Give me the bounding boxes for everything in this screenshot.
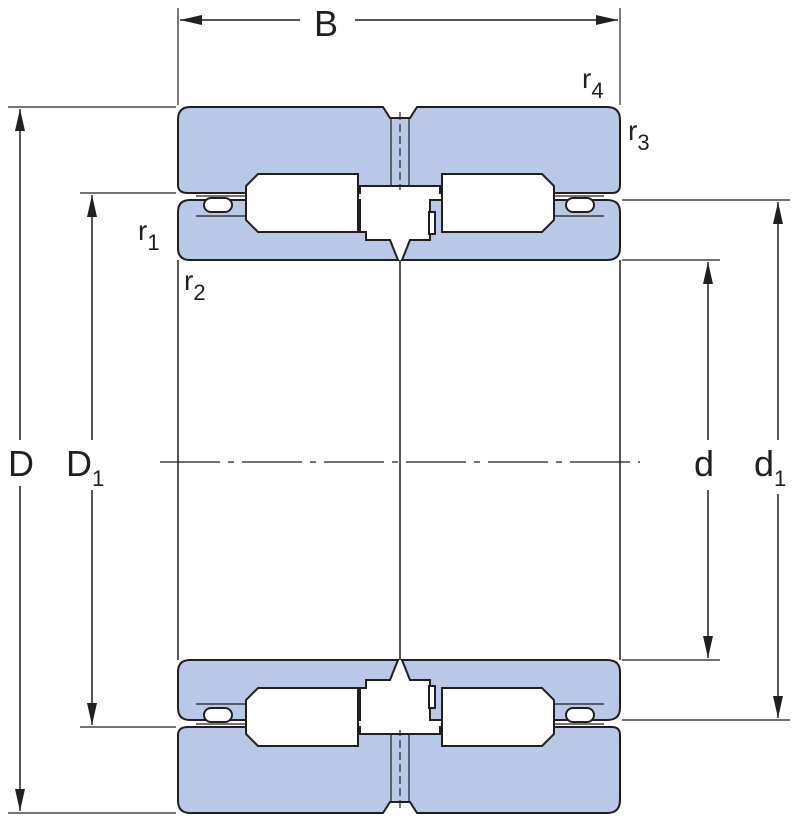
label-d: d xyxy=(694,443,714,484)
label-D: D xyxy=(8,443,34,484)
label-r4: r4 xyxy=(582,63,604,103)
dimension-B xyxy=(177,8,621,105)
label-r3: r3 xyxy=(628,115,650,155)
label-B: B xyxy=(314,3,338,44)
bearing-top-section xyxy=(177,106,621,261)
bearing-bottom-section xyxy=(177,659,621,814)
label-r2: r2 xyxy=(184,265,206,305)
label-D1: D1 xyxy=(66,443,104,491)
dimension-d1 xyxy=(622,199,790,721)
dimension-d xyxy=(622,259,720,661)
dimension-D xyxy=(8,106,176,814)
label-d1: d1 xyxy=(754,443,786,491)
dimension-D1 xyxy=(80,192,176,728)
label-r1: r1 xyxy=(138,215,160,255)
